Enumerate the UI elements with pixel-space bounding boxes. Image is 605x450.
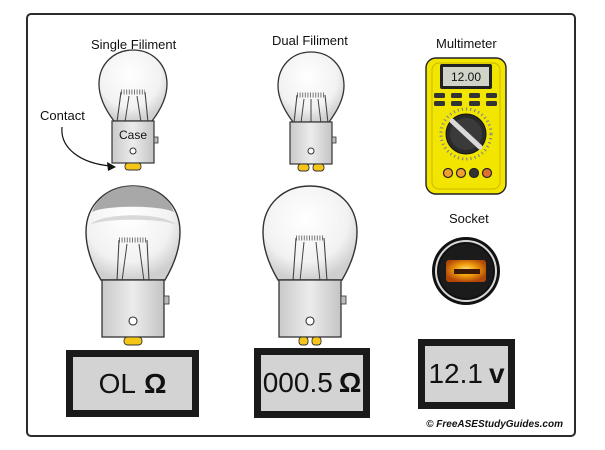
ohm-unit: Ω	[338, 367, 362, 398]
single-filament-readout: OL Ω	[66, 350, 199, 417]
single-filament-bulb-small	[98, 49, 168, 171]
multimeter-title: Multimeter	[436, 36, 497, 51]
single-filament-title: Single Filiment	[91, 37, 177, 52]
dual-filament-bulb-large	[262, 185, 358, 346]
bulb-case	[111, 120, 155, 164]
dual-filament-title: Dual Filiment	[272, 33, 348, 48]
single-filament-bulb-large	[85, 185, 181, 346]
volt-unit: v	[488, 358, 505, 389]
ohm-unit: Ω	[143, 367, 167, 399]
bulb-contact	[124, 162, 142, 171]
dual-filament-readout: 000.5 Ω	[254, 348, 370, 418]
socket-title: Socket	[449, 211, 489, 226]
contact-label: Contact	[40, 108, 85, 123]
case-label: Case	[119, 128, 147, 142]
readout-value: 12.1	[428, 358, 483, 389]
dual-filament-bulb-small	[277, 51, 345, 172]
contact-arrow	[61, 126, 116, 171]
socket	[432, 237, 500, 305]
multimeter-display: 12.00	[451, 70, 481, 84]
multimeter: 12.00	[425, 57, 507, 195]
readout-value: 000.5	[262, 367, 333, 398]
socket-readout: 12.1 v	[418, 339, 515, 409]
readout-value: OL	[98, 367, 136, 399]
copyright-notice: © FreeASEStudyGuides.com	[426, 419, 563, 430]
diagram-frame	[26, 13, 576, 437]
